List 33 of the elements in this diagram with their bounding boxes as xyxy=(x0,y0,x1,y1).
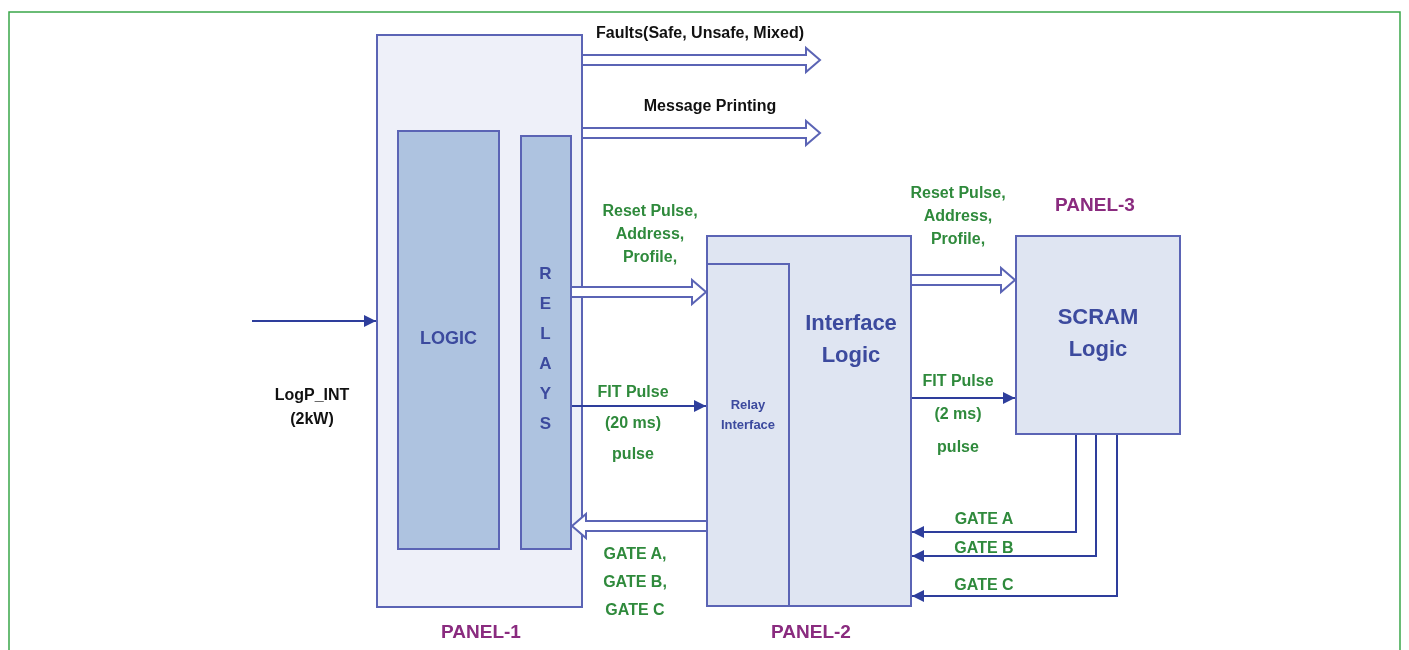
edge-label: Message Printing xyxy=(642,96,778,116)
arrow xyxy=(911,434,1097,562)
block-label: LOGIC xyxy=(419,327,478,350)
arrow xyxy=(911,392,1016,404)
arrow xyxy=(911,434,1118,602)
vertical-block-label: RELAYS xyxy=(538,263,553,435)
hollow-arrow xyxy=(582,45,822,75)
arrow xyxy=(911,434,1077,538)
edge-label: Reset Pulse, Address, Profile, xyxy=(909,183,1007,249)
block-label: Relay Interface xyxy=(719,396,777,434)
edge-label: GATE A xyxy=(953,509,1015,529)
relay-block xyxy=(520,135,572,550)
panel-title: PANEL-2 xyxy=(770,620,852,644)
logic-block xyxy=(397,130,500,550)
panel-title: PANEL-3 xyxy=(1054,193,1136,217)
edge-label: Reset Pulse, Address, Profile, xyxy=(601,201,699,267)
hollow-arrow xyxy=(570,511,707,541)
panel-title: PANEL-1 xyxy=(440,620,522,644)
hollow-arrow xyxy=(571,277,708,307)
edge-label: FIT Pulse (20 ms) pulse xyxy=(596,382,670,464)
hollow-arrow xyxy=(911,265,1017,295)
edge-label: FIT Pulse (2 ms) pulse xyxy=(921,371,995,457)
edge-label: Faults(Safe, Unsafe, Mixed) xyxy=(594,23,805,43)
relay-interface-block xyxy=(706,263,790,607)
block-label: SCRAM Logic xyxy=(1056,303,1140,363)
edge-label: GATE C xyxy=(953,575,1015,595)
arrow xyxy=(571,400,707,412)
arrow xyxy=(251,315,377,327)
edge-label: LogP_INT (2kW) xyxy=(273,385,351,429)
edge-label: GATE A, GATE B, GATE C xyxy=(602,544,668,620)
hollow-arrow xyxy=(582,118,822,148)
edge-label: GATE B xyxy=(953,538,1015,558)
block-label: Interface Logic xyxy=(804,309,898,369)
